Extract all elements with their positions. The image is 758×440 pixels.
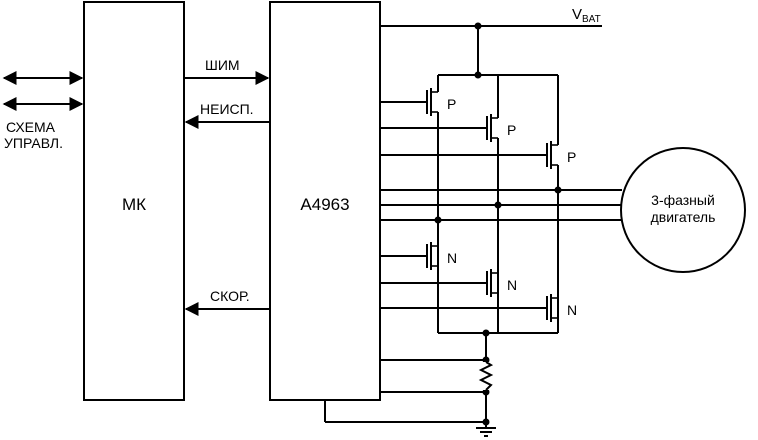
speed-label: СКОР. (210, 288, 250, 304)
control-label-line1: СХЕМА (6, 119, 56, 135)
junction-dot (474, 71, 482, 79)
driver-block (269, 1, 381, 401)
motor-label-line2: двигатель (651, 209, 716, 225)
driver-label: A4963 (300, 195, 349, 214)
ground-icon (476, 422, 496, 437)
transistor-n-label: N (447, 250, 457, 266)
mcu-block (83, 1, 185, 401)
transistor-p-label: P (567, 149, 576, 165)
transistor-p-label: P (507, 122, 516, 138)
junction-dot (482, 388, 490, 396)
sense-resistor (478, 361, 494, 391)
unused-label: НЕИСП. (200, 101, 254, 117)
motor-circle (620, 147, 746, 273)
transistor-p-label: P (447, 96, 456, 112)
junction-dot (554, 186, 562, 194)
junction-dot (474, 22, 482, 30)
pwm-label: ШИМ (205, 57, 240, 73)
mcu-label: МК (122, 195, 146, 214)
junction-dot (482, 356, 490, 364)
transistor-n-label: N (567, 302, 577, 318)
vbat-label: VBAT (572, 6, 601, 25)
control-label-line2: УПРАВЛ. (4, 135, 63, 151)
transistor-n-label: N (507, 277, 517, 293)
junction-dot (434, 216, 442, 224)
motor-label-line1: 3-фазный (651, 192, 715, 208)
junction-dot (494, 201, 502, 209)
